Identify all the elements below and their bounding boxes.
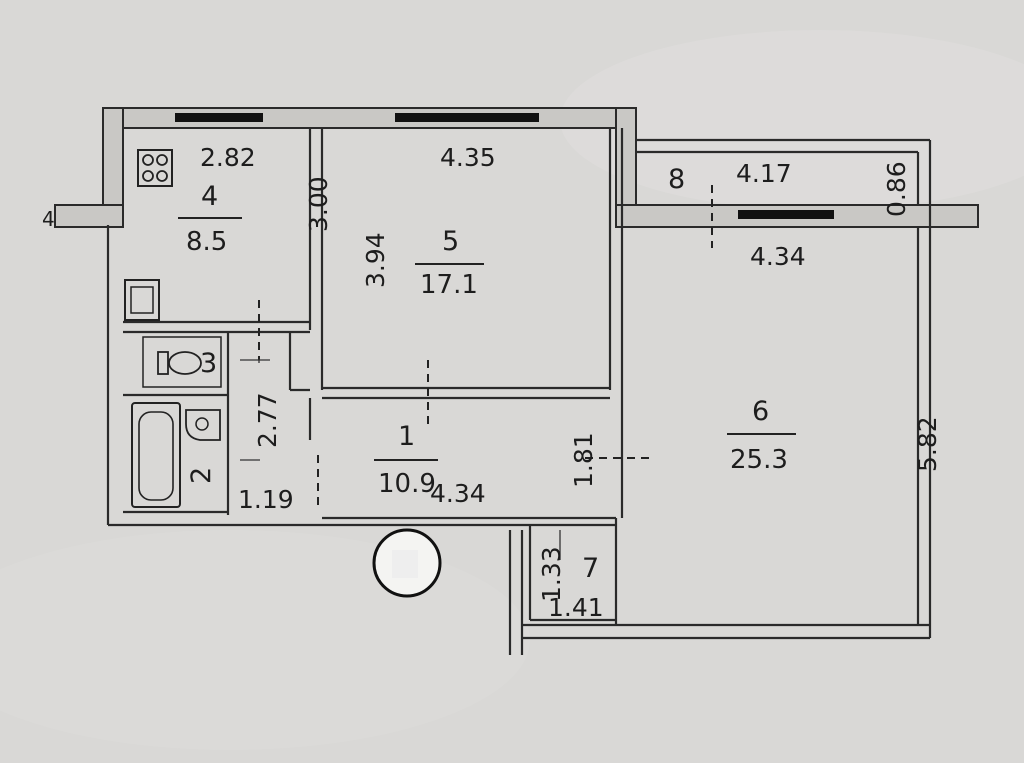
left-edge-mark: 4 [42,207,55,231]
bath-depth-dim: 2.77 [253,392,282,448]
loggia-width-dim: 4.17 [736,159,792,188]
room-5-area: 17.1 [420,270,478,300]
room-6-area: 25.3 [730,445,788,475]
room-6-number: 6 [752,396,769,427]
interior-walls [123,128,624,622]
room-4-number: 4 [201,181,218,212]
room-8-number: 8 [668,164,685,195]
room5-depth-dim: 3.94 [361,232,390,288]
room-1-number: 1 [398,421,415,452]
kitchen-sink-icon [124,279,160,321]
hall-depth-dim: 1.81 [569,432,598,488]
loggia-depth-dim: 0.86 [882,161,911,217]
room-7-number: 7 [582,553,599,584]
outer-walls [54,107,979,655]
room-2-number: 2 [186,467,217,484]
hall-small-width-dim: 1.19 [238,485,294,514]
windows [175,113,834,219]
room-1-area: 10.9 [378,469,436,499]
stove-icon [137,149,173,187]
kitchen-depth-dim: 3.00 [304,176,333,232]
closet-depth-dim: 1.33 [537,546,566,602]
room-3-number: 3 [200,348,217,379]
room-5-number: 5 [442,226,459,257]
room6-width-dim: 4.34 [750,242,806,271]
entrance-door-icon [372,528,442,598]
hall-width-dim: 4.34 [430,479,486,508]
toilet-icon [142,336,222,388]
washbasin-icon [185,409,221,441]
kitchen-width-dim: 2.82 [200,143,256,172]
bathtub-icon [131,402,181,508]
room5-width-dim: 4.35 [440,143,496,172]
closet-width-dim: 1.41 [548,593,604,622]
door-markers [240,185,713,510]
room-4-area: 8.5 [186,227,227,257]
room6-depth-dim: 5.82 [913,416,942,472]
